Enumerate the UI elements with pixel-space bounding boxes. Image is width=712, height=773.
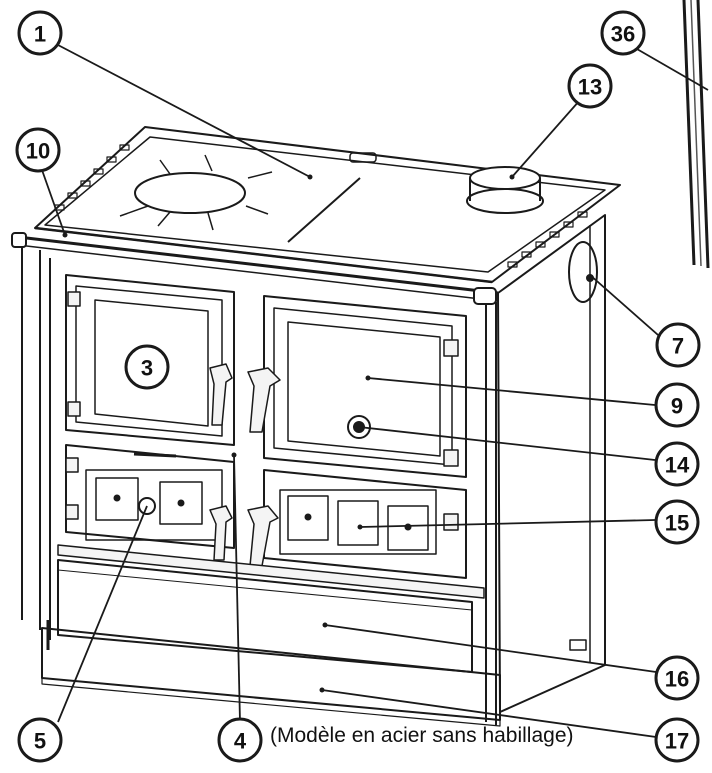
- callout-badges: 1 36 13 10 3 7 9 14: [15, 10, 701, 763]
- callout-5: 5: [17, 717, 63, 763]
- callout-9: 9: [654, 382, 700, 428]
- leader-lines: [41, 44, 709, 738]
- svg-text:9: 9: [671, 394, 683, 419]
- towel-rail: [11, 232, 499, 305]
- callout-15: 15: [654, 499, 700, 545]
- callout-10: 10: [15, 127, 61, 173]
- svg-text:1: 1: [34, 22, 46, 47]
- plinth: [41, 620, 501, 727]
- callout-17: 17: [654, 717, 700, 763]
- svg-text:15: 15: [665, 511, 689, 536]
- flue-pipe: [682, 0, 710, 269]
- model-caption: (Modèle en acier sans habillage): [270, 724, 574, 747]
- svg-text:5: 5: [34, 729, 46, 754]
- svg-text:16: 16: [665, 667, 689, 692]
- cooktop: [34, 126, 621, 284]
- svg-text:3: 3: [141, 356, 153, 381]
- stove-body-front: [21, 214, 606, 725]
- svg-text:17: 17: [665, 729, 689, 754]
- callout-4: 4: [217, 717, 263, 763]
- callout-36: 36: [600, 10, 646, 56]
- svg-text:7: 7: [672, 334, 684, 359]
- svg-text:14: 14: [665, 453, 690, 478]
- oven-door-left: [65, 274, 235, 446]
- oven-door-right: [247, 295, 467, 478]
- svg-text:36: 36: [611, 22, 635, 47]
- storage-drawer: [57, 544, 485, 673]
- callout-1: 1: [17, 10, 63, 56]
- svg-text:10: 10: [26, 139, 50, 164]
- ash-door-right: [247, 469, 467, 579]
- callout-16: 16: [654, 655, 700, 701]
- ash-door-left: [65, 444, 235, 561]
- callout-7: 7: [655, 322, 701, 368]
- callout-13: 13: [567, 63, 613, 109]
- svg-text:4: 4: [234, 729, 247, 754]
- callout-3: 3: [124, 344, 170, 390]
- callout-14: 14: [654, 441, 700, 487]
- svg-text:13: 13: [578, 75, 602, 100]
